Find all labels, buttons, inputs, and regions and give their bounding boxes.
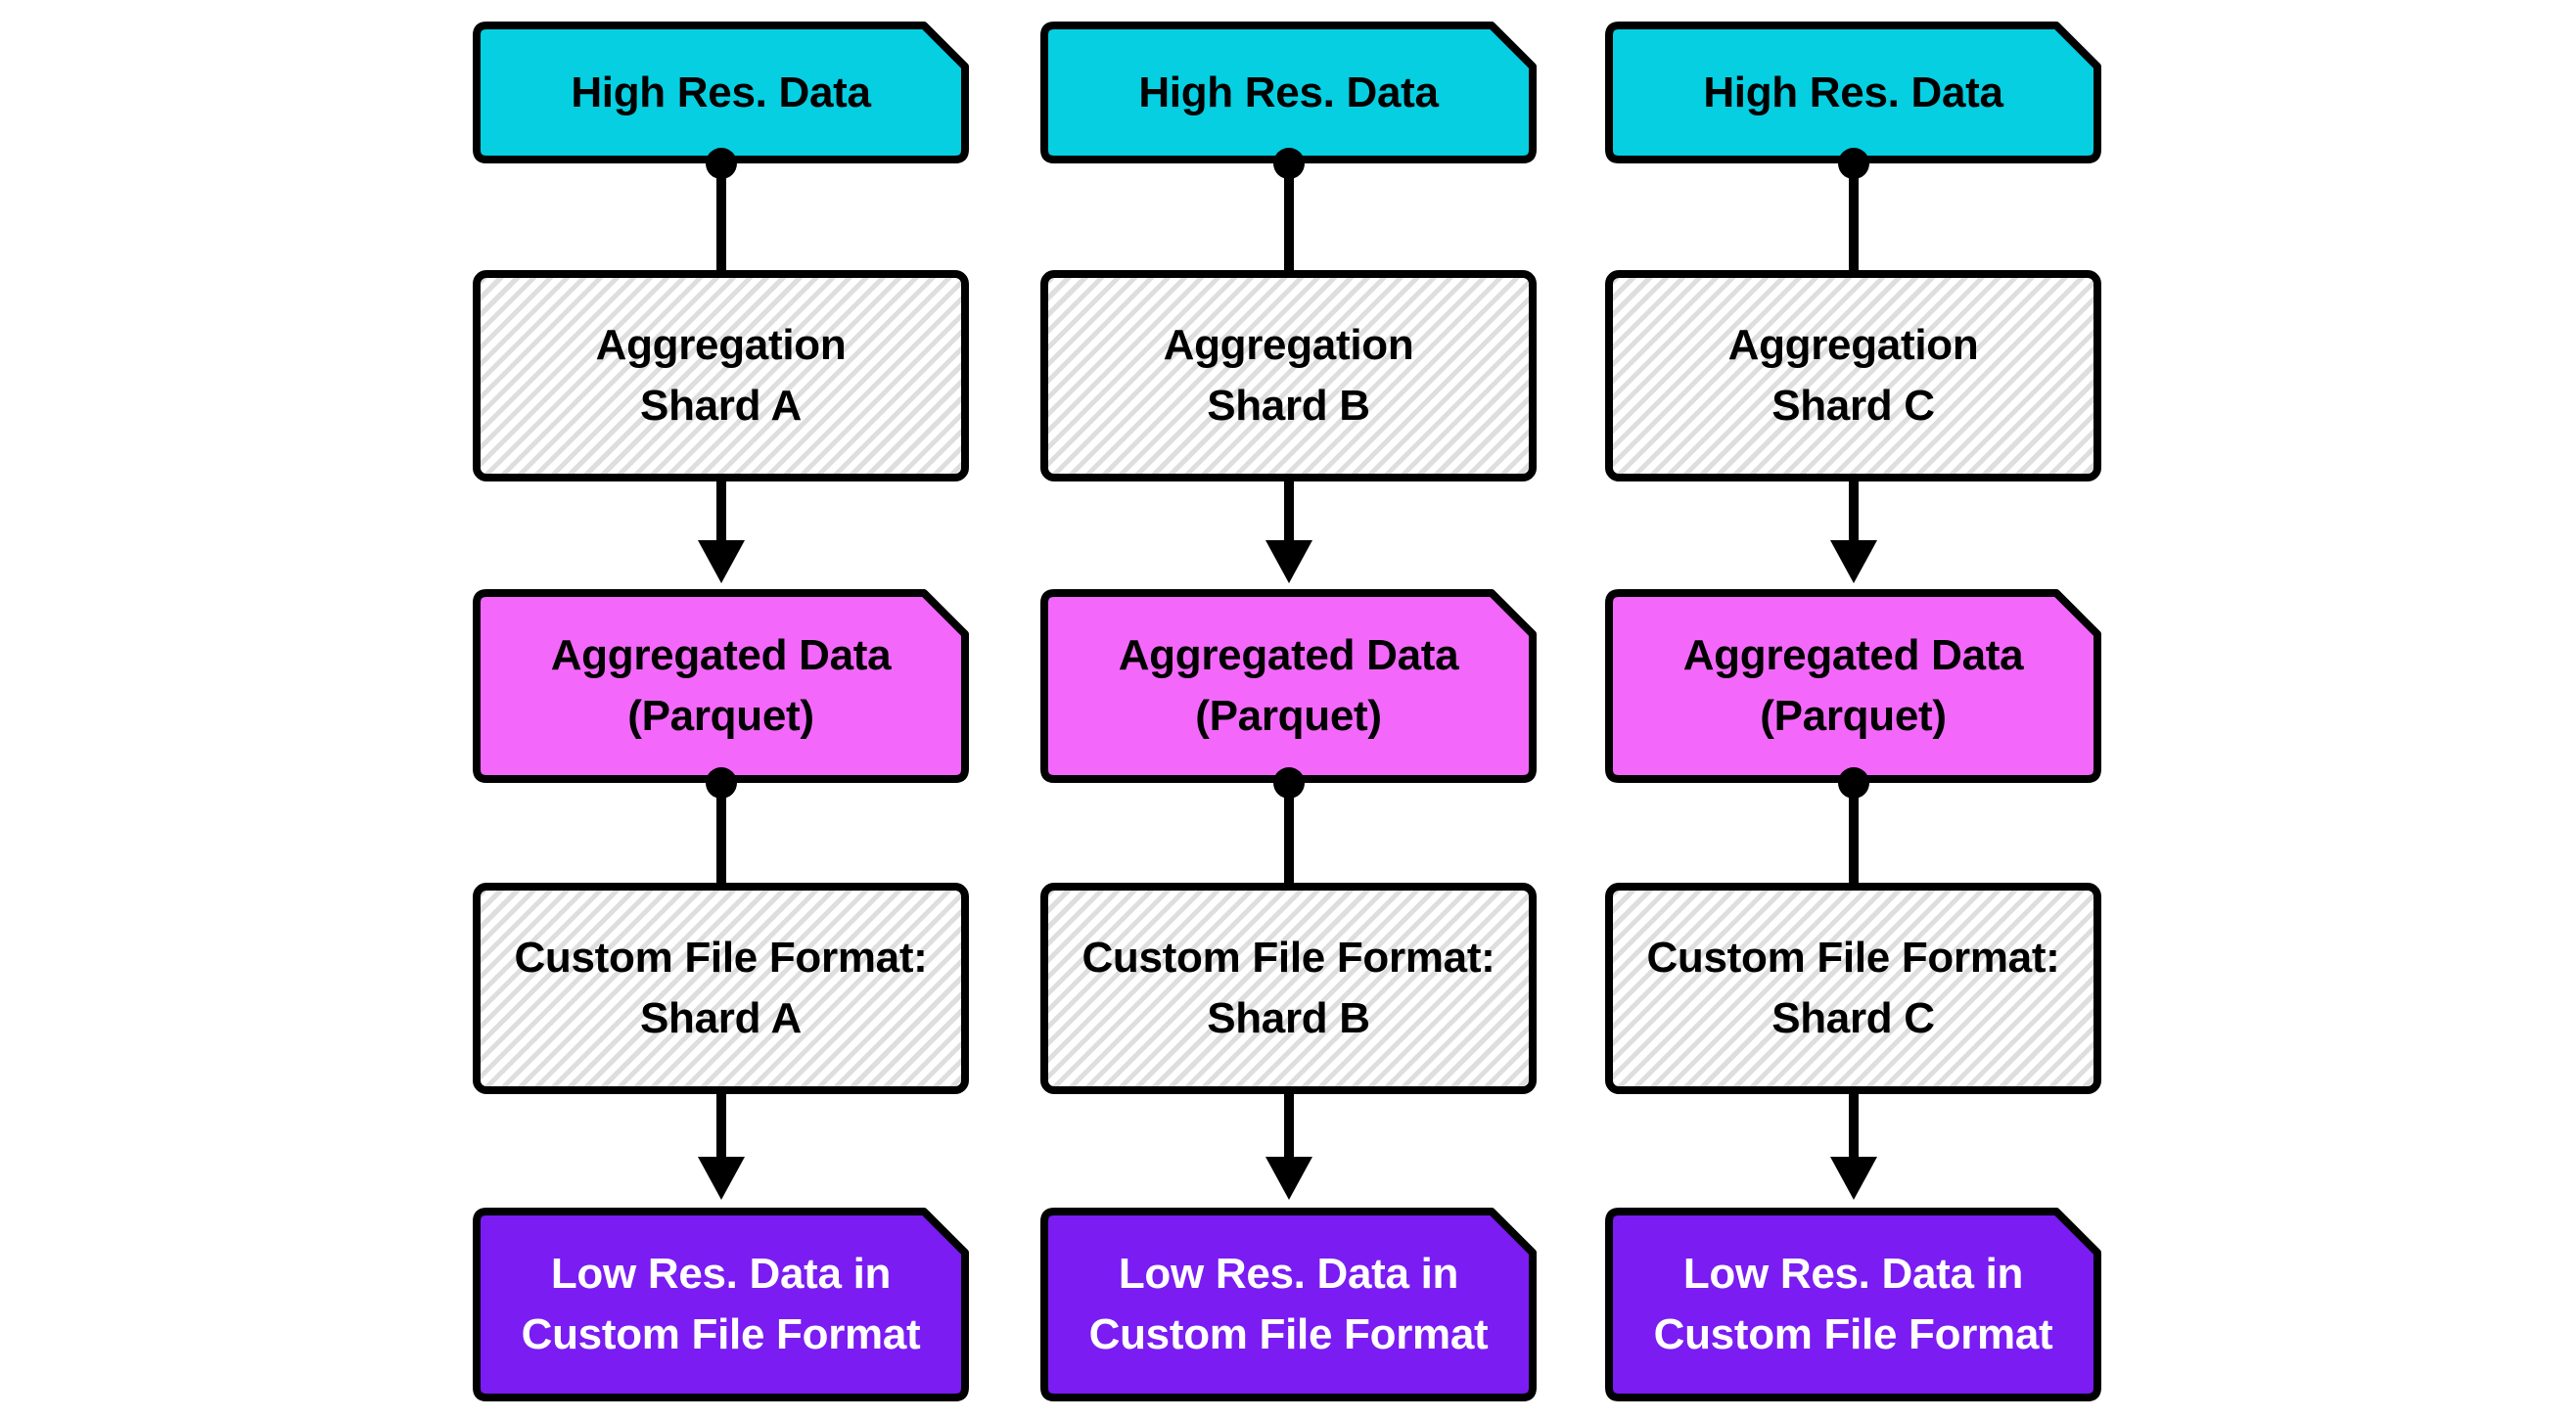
connector-line (1283, 1094, 1294, 1161)
node-label: Low Res. Data in Custom File Format (521, 1250, 921, 1358)
node-high-res-data: High Res. Data (1605, 22, 2101, 163)
node-high-res-data: High Res. Data (1040, 22, 1537, 163)
node-aggregated-data: Aggregated Data (Parquet) (473, 589, 969, 783)
pipeline-column-shard-b: High Res. Data Aggregation Shard B Aggre… (1040, 0, 1537, 1420)
node-label: Low Res. Data in Custom File Format (1088, 1250, 1489, 1358)
arrow-down-icon (1265, 540, 1312, 583)
node-custom-file-format-shard-b: Custom File Format: Shard B (1040, 883, 1537, 1094)
connector-dot-icon (1272, 148, 1305, 179)
connector-line (1848, 1094, 1859, 1161)
connector-line (1283, 163, 1294, 272)
connector-line (715, 481, 726, 544)
connector-dot-icon (1837, 767, 1869, 799)
connector-line (715, 163, 726, 272)
node-custom-file-format-shard-a: Custom File Format: Shard A (473, 883, 969, 1094)
data-document-shape-cyan (473, 22, 969, 163)
arrow-down-icon (1829, 1157, 1877, 1200)
connector-line (715, 1094, 726, 1161)
node-low-res-data: Low Res. Data in Custom File Format (1040, 1208, 1537, 1401)
node-aggregation-shard-a: Aggregation Shard A (473, 270, 969, 481)
node-label: High Res. Data (1703, 68, 2003, 116)
connector-dot-icon (705, 767, 737, 799)
connector-dot-icon (1272, 767, 1305, 799)
node-aggregated-data: Aggregated Data (Parquet) (1040, 589, 1537, 783)
data-document-shape-magenta (1040, 589, 1537, 783)
node-label: Custom File Format: Shard A (514, 934, 928, 1042)
node-low-res-data: Low Res. Data in Custom File Format (473, 1208, 969, 1401)
pipeline-column-shard-c: High Res. Data Aggregation Shard C Aggre… (1605, 0, 2101, 1420)
node-aggregation-shard-b: Aggregation Shard B (1040, 270, 1537, 481)
data-document-shape-purple (1040, 1208, 1537, 1401)
connector-line (1283, 481, 1294, 544)
data-document-shape-cyan (1605, 22, 2101, 163)
arrow-down-icon (1265, 1157, 1312, 1200)
node-label: Low Res. Data in Custom File Format (1653, 1250, 2053, 1358)
connector-line (1848, 481, 1859, 544)
connector-dot-icon (705, 148, 737, 179)
arrow-down-icon (1829, 540, 1877, 583)
data-document-shape-purple (1605, 1208, 2101, 1401)
connector-line (715, 783, 726, 885)
connector-line (1848, 783, 1859, 885)
node-label: Custom File Format: Shard C (1646, 934, 2060, 1042)
node-label: Custom File Format: Shard B (1081, 934, 1495, 1042)
node-label: Aggregated Data (Parquet) (1682, 631, 2024, 740)
node-label: Aggregated Data (Parquet) (550, 631, 892, 740)
data-document-shape-magenta (1605, 589, 2101, 783)
connector-line (1848, 163, 1859, 272)
node-label: High Res. Data (1138, 68, 1439, 116)
connector-dot-icon (1837, 148, 1869, 179)
node-label: Aggregation Shard A (595, 321, 847, 430)
node-label: High Res. Data (571, 68, 871, 116)
data-document-shape-purple (473, 1208, 969, 1401)
node-label: Aggregation Shard C (1727, 321, 1979, 430)
node-label: Aggregated Data (Parquet) (1118, 631, 1459, 740)
node-aggregated-data: Aggregated Data (Parquet) (1605, 589, 2101, 783)
node-low-res-data: Low Res. Data in Custom File Format (1605, 1208, 2101, 1401)
node-label: Aggregation Shard B (1163, 321, 1414, 430)
pipeline-column-shard-a: High Res. Data Aggregation Shard A Aggre… (473, 0, 969, 1420)
data-document-shape-magenta (473, 589, 969, 783)
node-aggregation-shard-c: Aggregation Shard C (1605, 270, 2101, 481)
arrow-down-icon (697, 540, 745, 583)
data-document-shape-cyan (1040, 22, 1537, 163)
node-custom-file-format-shard-c: Custom File Format: Shard C (1605, 883, 2101, 1094)
connector-line (1283, 783, 1294, 885)
arrow-down-icon (697, 1157, 745, 1200)
node-high-res-data: High Res. Data (473, 22, 969, 163)
